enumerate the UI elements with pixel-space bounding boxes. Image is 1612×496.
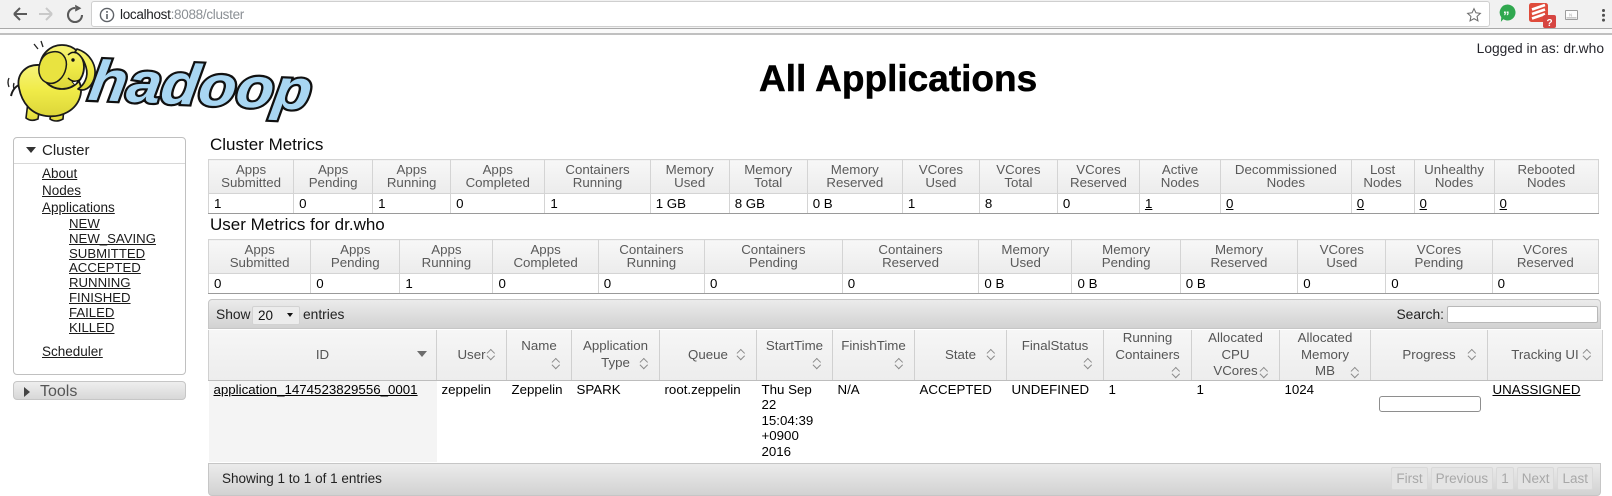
svg-text:N: N	[1569, 13, 1572, 18]
svg-text:”: ”	[1503, 9, 1510, 24]
svg-text:hadoop: hadoop	[85, 49, 316, 123]
svg-text:?: ?	[1547, 18, 1553, 29]
